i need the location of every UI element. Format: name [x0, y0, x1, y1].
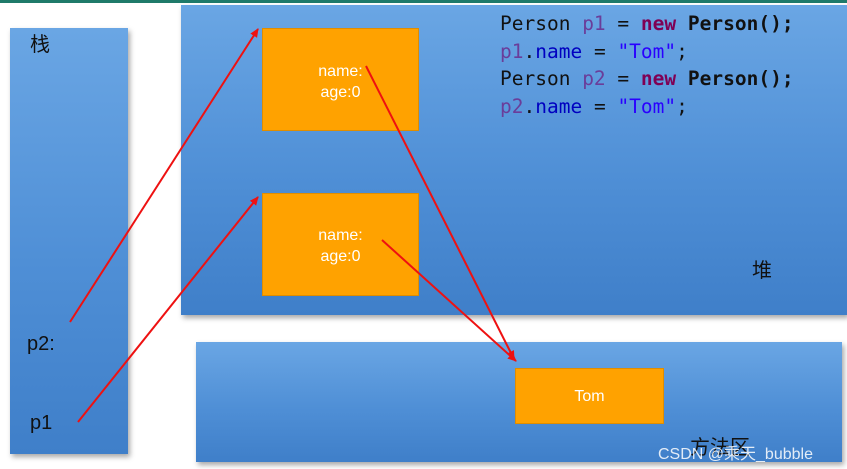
code-snippet: Person p1 = new Person(); p1.name = "Tom"…	[500, 10, 794, 120]
obj1-name-field: name:	[318, 63, 363, 80]
top-border-line	[0, 0, 847, 3]
heap-label: 堆	[752, 258, 772, 282]
arrow-object1-name-to-tom	[365, 65, 515, 360]
person-object-2: name: age:0	[262, 193, 419, 296]
arrow-p2-to-object1	[69, 28, 259, 323]
code-line-1: Person p1 = new Person();	[500, 12, 794, 35]
watermark: CSDN @乘天_bubble	[658, 446, 813, 463]
code-line-4: p2.name = "Tom";	[500, 94, 688, 118]
code-line-3: Person p2 = new Person();	[500, 67, 794, 90]
obj1-age-field: age:0	[320, 84, 361, 101]
p1-variable-label: p1	[30, 412, 53, 434]
person-object-1: name: age:0	[262, 28, 419, 131]
method-area-label: 方法区	[690, 435, 750, 459]
arrow-p1-to-object2	[77, 196, 259, 423]
stack-label: 栈	[30, 32, 50, 56]
obj2-name-field: name:	[318, 227, 363, 244]
arrow-object2-name-to-tom	[381, 239, 517, 362]
obj2-age-field: age:0	[320, 248, 361, 265]
tom-string-constant: Tom	[515, 368, 664, 424]
p2-variable-label: p2:	[27, 333, 55, 355]
code-line-2: p1.name = "Tom";	[500, 39, 688, 63]
